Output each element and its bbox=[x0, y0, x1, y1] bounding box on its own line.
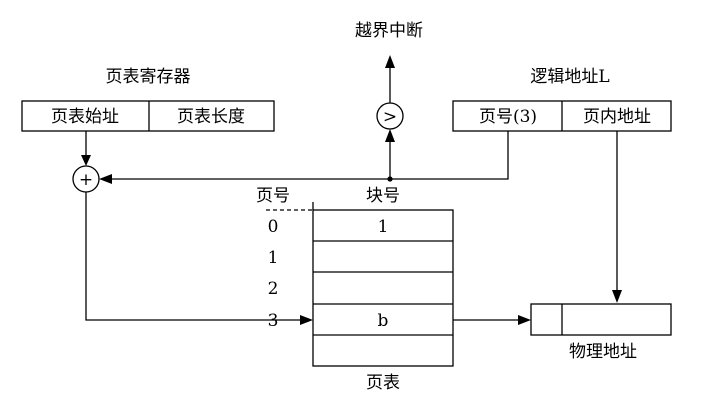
overflow-interrupt-label: 越界中断 bbox=[355, 21, 423, 41]
offset-to-physical-arrow bbox=[612, 131, 622, 303]
page-table bbox=[312, 209, 454, 367]
row-page-number: 2 bbox=[268, 279, 279, 299]
column-page-number: 页号 bbox=[256, 186, 290, 206]
logical-address-label: 逻辑地址L bbox=[530, 67, 609, 87]
page-table-caption: 页表 bbox=[366, 373, 400, 393]
comparator-symbol: > bbox=[383, 107, 397, 127]
page-number-line bbox=[99, 129, 509, 184]
row-block-number: 1 bbox=[378, 217, 389, 237]
physical-address-label: 物理地址 bbox=[569, 342, 637, 362]
page-number-field: 页号(3) bbox=[479, 107, 537, 127]
page-table-register bbox=[21, 100, 275, 132]
row-page-number: 3 bbox=[268, 311, 279, 331]
block-to-physical-arrow bbox=[453, 315, 531, 325]
page-table-register-label: 页表寄存器 bbox=[106, 67, 191, 87]
column-block-number: 块号 bbox=[366, 186, 400, 206]
overflow-arrow bbox=[385, 55, 395, 103]
page-offset-field: 页内地址 bbox=[583, 107, 651, 127]
adder-symbol: + bbox=[79, 170, 93, 190]
physical-address-register bbox=[530, 303, 672, 336]
adder-to-table-arrow bbox=[85, 192, 313, 325]
page-table-length-field: 页表长度 bbox=[177, 107, 245, 127]
page-table-start-field: 页表始址 bbox=[51, 107, 119, 127]
row-page-number: 1 bbox=[268, 248, 279, 268]
logical-address-register bbox=[452, 100, 672, 132]
row-block-number: b bbox=[378, 311, 389, 331]
row-page-number: 0 bbox=[268, 217, 279, 237]
start-to-adder-arrow bbox=[81, 131, 91, 166]
